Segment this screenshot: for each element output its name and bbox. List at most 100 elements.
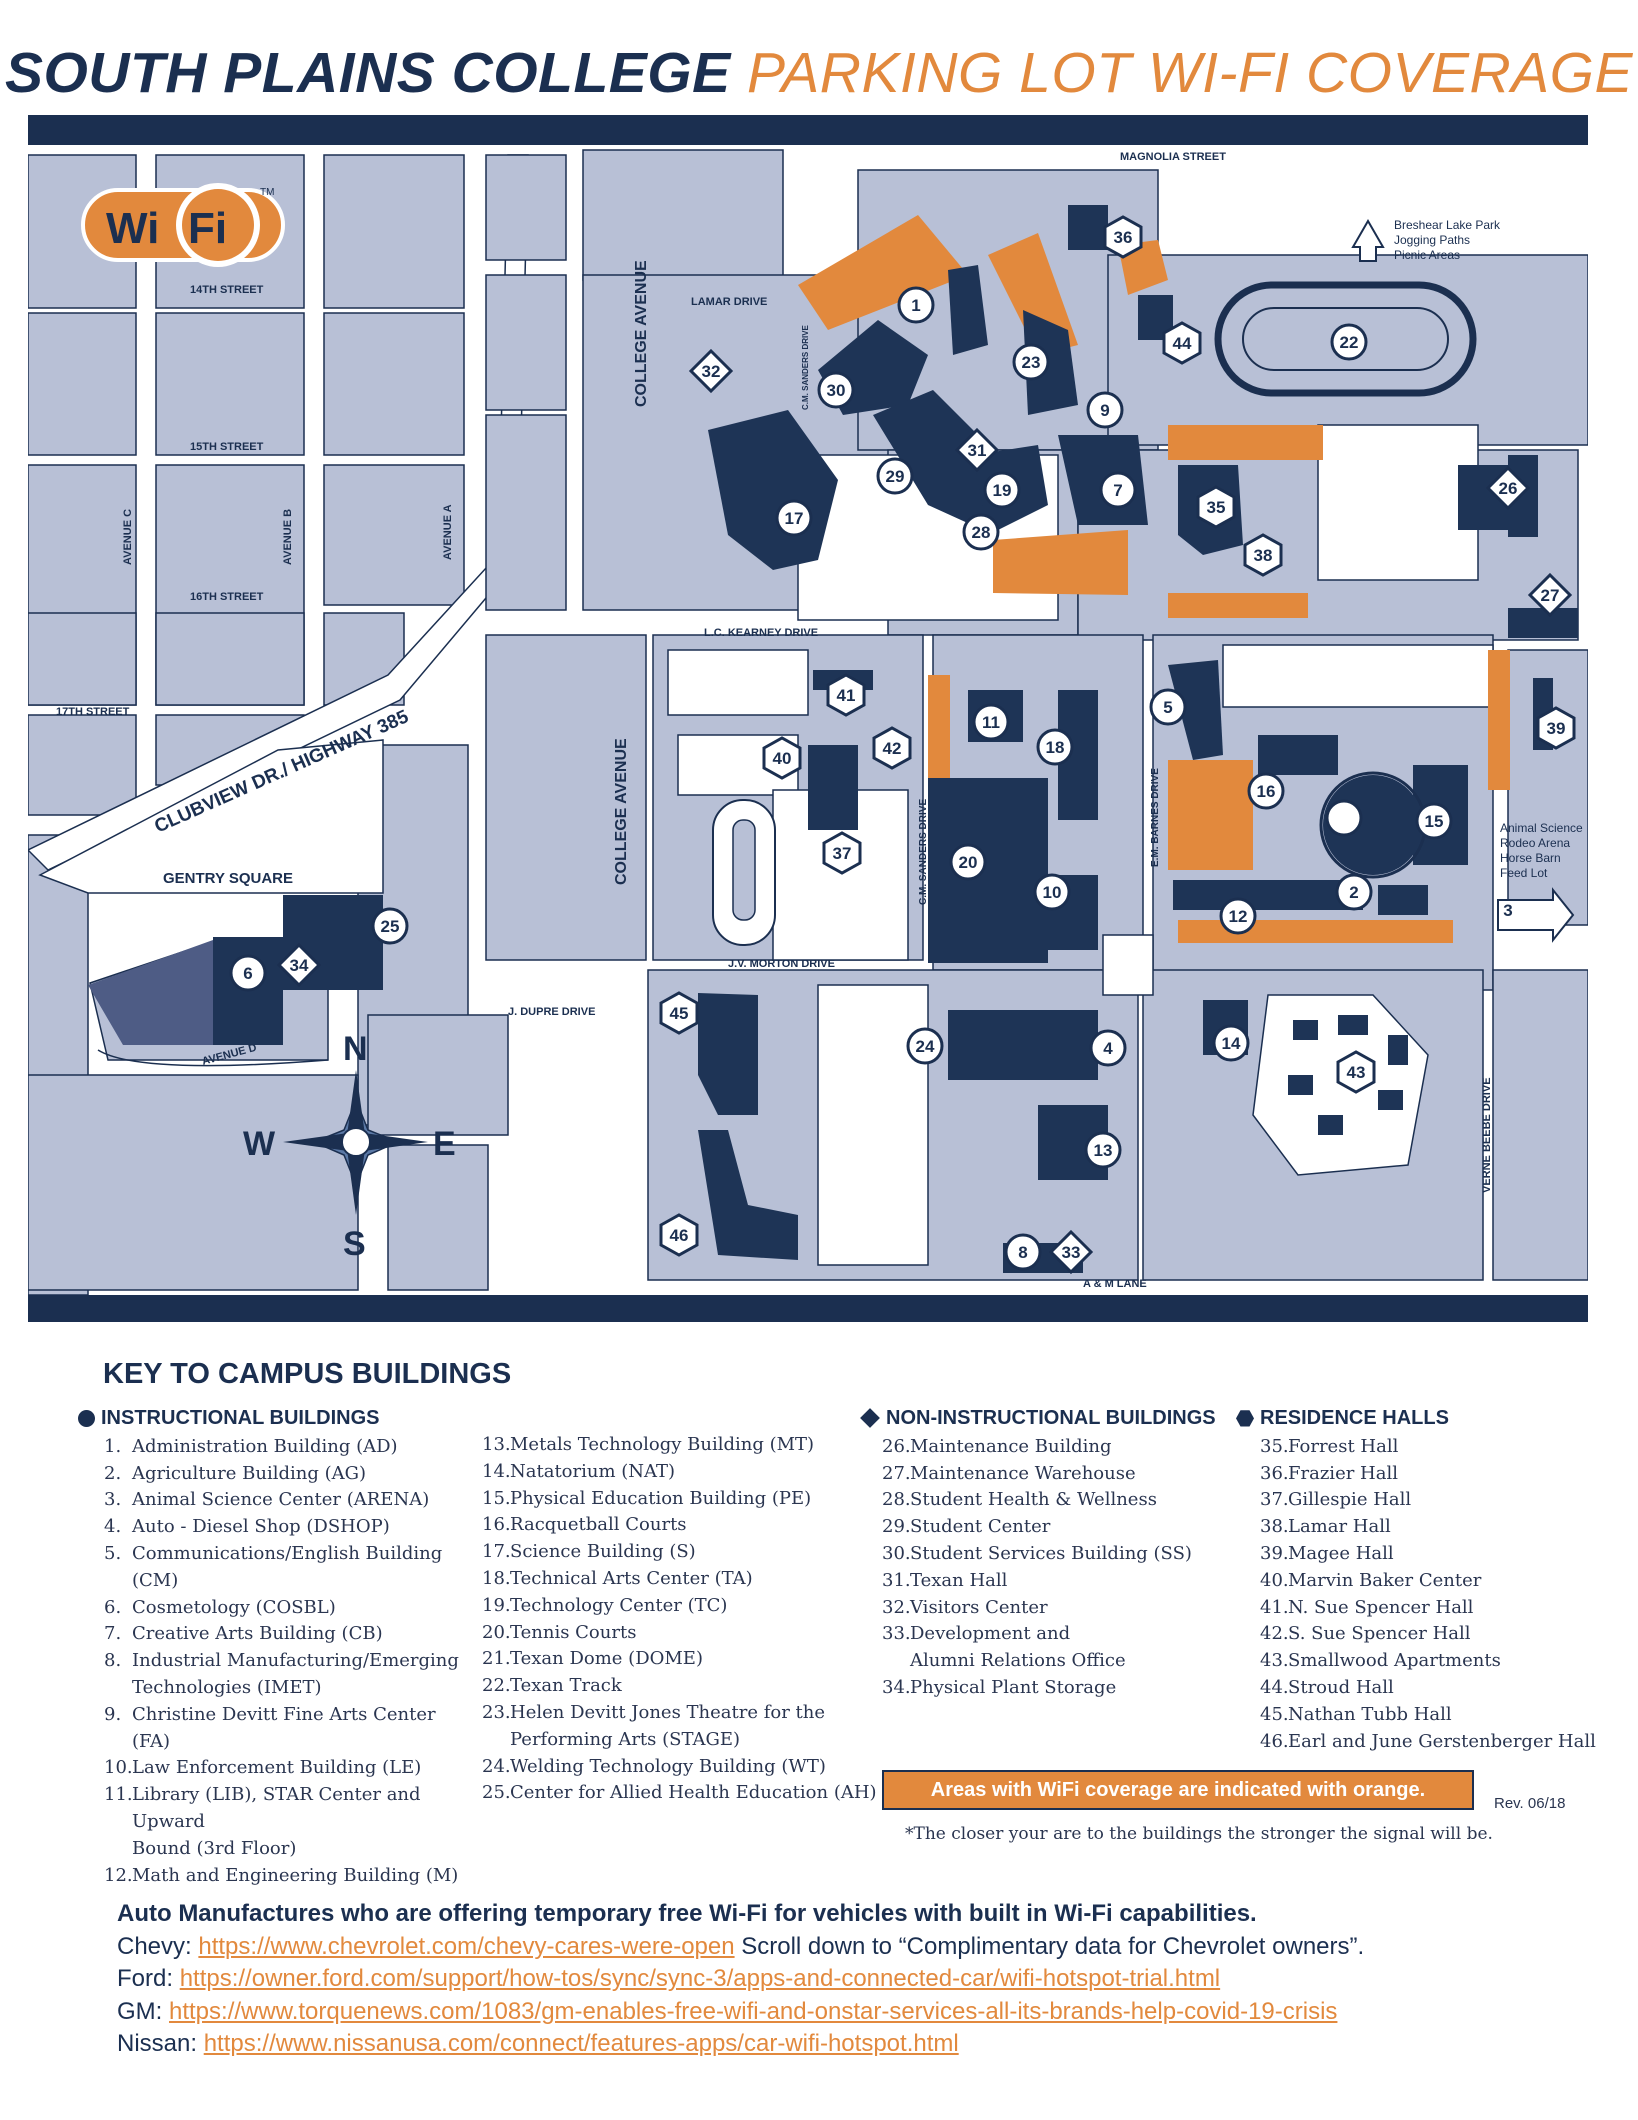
key-item-label: Industrial Manufacturing/Emerging (132, 1650, 459, 1672)
marker-10: 10 (1043, 883, 1062, 902)
key-item-number: 20. (482, 1621, 511, 1643)
key-item-label: Animal Science Center (ARENA) (132, 1489, 430, 1511)
key-item-label: Communications/English Building (CM) (132, 1542, 443, 1591)
key-item: Technologies (IMET) (104, 1675, 478, 1702)
auto-brand-ford: Ford: (117, 1965, 174, 1992)
auto-brand-gm: GM: (117, 1997, 163, 2025)
marker-30: 30 (827, 381, 846, 400)
auto-row-gm: GM: https://www.torquenews.com/1083/gm-e… (117, 1996, 1364, 2029)
key-item-number: 23. (482, 1701, 511, 1723)
key-item-number: 17. (482, 1541, 511, 1563)
key-item-label: Alumni Relations Office (910, 1650, 1126, 1672)
key-item-label: Creative Arts Building (CB) (132, 1623, 383, 1645)
key-item: 5.Communications/English Building (CM) (104, 1541, 478, 1595)
key-item-label: Maintenance Warehouse (910, 1462, 1136, 1484)
key-item-number: 36. (1260, 1462, 1289, 1484)
marker-34: 34 (290, 956, 309, 975)
key-item-number (482, 1727, 510, 1754)
key-item: 25.Center for Allied Health Education (A… (482, 1780, 882, 1807)
key-item-label: Racquetball Courts (510, 1514, 687, 1536)
key-item: 6.Cosmetology (COSBL) (104, 1595, 478, 1622)
key-item: 37.Gillespie Hall (1260, 1487, 1616, 1514)
key-item-label: Law Enforcement Building (LE) (132, 1757, 422, 1779)
key-item: 36.Frazier Hall (1260, 1461, 1616, 1488)
park-line-1: Breshear Lake Park (1394, 218, 1501, 232)
campus-map[interactable]: Wi Fi TM MAGNOLIA STREET 14TH STREET 15T… (28, 115, 1588, 1322)
key-item: 10.Law Enforcement Building (LE) (104, 1755, 478, 1782)
key-item-label: Bound (3rd Floor) (132, 1837, 297, 1859)
label-college-avenue-north: COLLEGE AVENUE (633, 260, 650, 407)
label-15th: 15TH STREET (190, 441, 264, 453)
marker-43: 43 (1347, 1063, 1366, 1082)
key-item-label: Magee Hall (1288, 1542, 1394, 1564)
key-instructional-list: 1.Administration Building (AD)2.Agricult… (78, 1434, 478, 1890)
circle-bullet-icon (78, 1409, 95, 1427)
gm-link[interactable]: https://www.torquenews.com/1083/gm-enabl… (169, 1997, 1338, 2025)
key-item: 44.Stroud Hall (1260, 1675, 1616, 1702)
map-top-bar (28, 115, 1588, 145)
key-item: 17.Science Building (S) (482, 1539, 882, 1566)
label-magnolia: MAGNOLIA STREET (1120, 151, 1226, 163)
key-item: 28.Student Health & Wellness (882, 1487, 1230, 1514)
key-item: Bound (3rd Floor) (104, 1836, 478, 1863)
key-item: 24.Welding Technology Building (WT) (482, 1754, 882, 1781)
marker-39: 39 (1547, 719, 1566, 738)
key-item-label: Auto - Diesel Shop (DSHOP) (132, 1516, 390, 1538)
key-item-label: S. Sue Spencer Hall (1288, 1623, 1471, 1645)
nissan-link[interactable]: https://www.nissanusa.com/connect/featur… (203, 2030, 959, 2057)
key-item-number: 30. (882, 1542, 911, 1564)
key-item: 8. Industrial Manufacturing/Emerging (104, 1648, 478, 1675)
building-6 (88, 940, 213, 1045)
key-item-number: 16. (482, 1514, 511, 1536)
key-item-number: 35. (1260, 1435, 1289, 1457)
marker-7: 7 (1113, 481, 1122, 500)
key-item-label: Technology Center (TC) (510, 1594, 728, 1616)
key-item-label: Stroud Hall (1288, 1676, 1394, 1698)
key-item: 1.Administration Building (AD) (104, 1434, 478, 1461)
label-lamar: LAMAR DRIVE (691, 296, 767, 308)
key-item-number: 4. (104, 1516, 122, 1538)
key-item-number: 44. (1260, 1676, 1289, 1698)
marker-36: 36 (1114, 228, 1133, 247)
key-item-number: 43. (1260, 1650, 1289, 1672)
auto-brand-chevy: Chevy: (117, 1932, 192, 1960)
key-item: 42.S. Sue Spencer Hall (1260, 1621, 1616, 1648)
wifi-logo-tm: TM (260, 187, 274, 198)
campus-map-svg[interactable]: Wi Fi TM MAGNOLIA STREET 14TH STREET 15T… (28, 115, 1588, 1322)
arena-note: Animal Science Rodeo Arena Horse Barn Fe… (1497, 821, 1583, 943)
key-item: 19.Technology Center (TC) (482, 1593, 882, 1620)
diamond-bullet-icon (860, 1408, 880, 1429)
key-item: 18.Technical Arts Center (TA) (482, 1566, 882, 1593)
key-item: 21.Texan Dome (DOME) (482, 1646, 882, 1673)
marker-23: 23 (1022, 353, 1041, 372)
key-item-number: 1. (104, 1435, 122, 1457)
marker-29: 29 (886, 467, 905, 486)
label-cm-sanders-top: C.M. SANDERS DRIVE (801, 324, 810, 410)
key-non-instructional-heading-text: NON-INSTRUCTIONAL BUILDINGS (886, 1407, 1216, 1429)
chevy-link[interactable]: https://www.chevrolet.com/chevy-cares-we… (198, 1932, 735, 1960)
key-item-number (104, 1675, 132, 1702)
key-item: 4. Auto - Diesel Shop (DSHOP) (104, 1514, 478, 1541)
label-avenue-a: AVENUE A (442, 504, 454, 560)
key-item-number (882, 1648, 910, 1675)
key-item-label: Student Services Building (SS) (910, 1542, 1192, 1564)
marker-19: 19 (993, 481, 1012, 500)
marker-2: 2 (1349, 883, 1358, 902)
marker-45: 45 (670, 1004, 689, 1023)
park-line-3: Picnic Areas (1394, 248, 1460, 262)
marker-12: 12 (1229, 907, 1248, 926)
ford-link[interactable]: https://owner.ford.com/support/how-tos/s… (179, 1965, 1221, 1992)
key-item-number: 11. (104, 1784, 133, 1806)
label-am-lane: A & M LANE (1083, 1278, 1147, 1290)
title-coverage: PARKING LOT WI-FI COVERAGE (747, 41, 1634, 105)
key-item-number: 46. (1260, 1730, 1289, 1752)
key-item-number: 33. (882, 1623, 911, 1645)
key-item-label: Helen Devitt Jones Theatre for the (510, 1701, 826, 1723)
key-item: 38.Lamar Hall (1260, 1514, 1616, 1541)
key-item: Alumni Relations Office (882, 1648, 1230, 1675)
label-morton: J.V. MORTON DRIVE (728, 958, 835, 970)
key-item-number: 8. (104, 1650, 122, 1672)
auto-brand-nissan: Nissan: (117, 2030, 198, 2057)
gentry-square-lot (38, 739, 384, 894)
key-item-number: 15. (482, 1487, 511, 1509)
